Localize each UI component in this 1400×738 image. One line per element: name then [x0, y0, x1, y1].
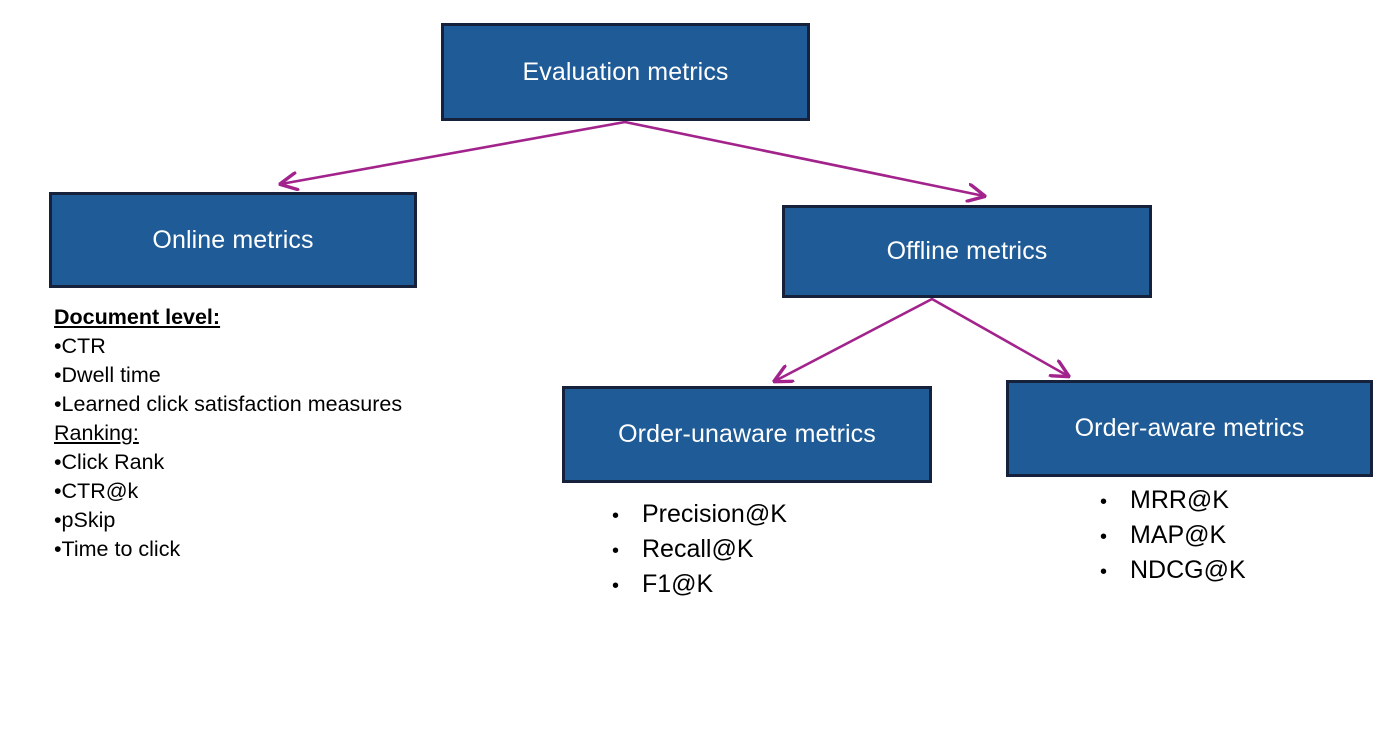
bullet-glyph: •	[612, 505, 620, 527]
bullet-glyph: •	[1100, 526, 1108, 548]
list-item: • MRR@K	[1100, 484, 1246, 519]
node-order-aware-metrics[interactable]: Order-aware metrics	[1006, 380, 1373, 477]
bullet-glyph: •	[54, 392, 62, 416]
list-item: •Dwell time	[54, 361, 484, 390]
bullet-glyph: •	[612, 575, 620, 597]
list-item: •pSkip	[54, 506, 484, 535]
node-label: Online metrics	[152, 225, 314, 254]
node-order-unaware-metrics[interactable]: Order-unaware metrics	[562, 386, 932, 483]
list-item: •Learned click satisfaction measures	[54, 390, 484, 419]
edge-offline-to-order-aware	[930, 297, 1068, 376]
list-item-label: Recall@K	[642, 535, 754, 563]
edge-root-to-offline	[623, 120, 984, 196]
node-label: Order-aware metrics	[1074, 414, 1305, 443]
bullet-glyph: •	[54, 479, 62, 503]
list-item-label: Precision@K	[642, 500, 787, 528]
list-item-label: Time to click	[61, 537, 181, 561]
list-item: •Time to click	[54, 535, 484, 564]
online-document-level-heading: Document level:	[54, 305, 221, 329]
list-item: •Click Rank	[54, 448, 484, 477]
bullet-glyph: •	[54, 363, 62, 387]
list-item: • NDCG@K	[1100, 554, 1246, 589]
list-item-label: NDCG@K	[1130, 556, 1246, 584]
node-offline-metrics[interactable]: Offline metrics	[782, 205, 1152, 298]
bullet-glyph: •	[54, 450, 62, 474]
node-label: Offline metrics	[886, 237, 1048, 266]
list-item-label: MAP@K	[1130, 521, 1227, 549]
node-evaluation-metrics[interactable]: Evaluation metrics	[441, 23, 810, 121]
order-aware-metrics-list: • MRR@K • MAP@K • NDCG@K	[1100, 484, 1246, 589]
online-metrics-details: Document level: •CTR •Dwell time •Learne…	[54, 303, 484, 564]
list-item: • F1@K	[612, 568, 787, 603]
list-item-label: Learned click satisfaction measures	[61, 392, 403, 416]
list-item-label: CTR@k	[61, 479, 139, 503]
list-item: • MAP@K	[1100, 519, 1246, 554]
list-item-label: Dwell time	[61, 363, 161, 387]
list-item-label: Click Rank	[61, 450, 165, 474]
node-label: Evaluation metrics	[522, 57, 729, 86]
edge-root-to-online	[281, 120, 627, 184]
list-item: •CTR@k	[54, 477, 484, 506]
edge-offline-to-order-unaware	[775, 297, 934, 381]
bullet-glyph: •	[54, 537, 62, 561]
bullet-glyph: •	[54, 334, 62, 358]
list-item: • Precision@K	[612, 498, 787, 533]
list-item-label: CTR	[61, 334, 106, 358]
list-item-label: MRR@K	[1130, 486, 1229, 514]
bullet-glyph: •	[54, 508, 62, 532]
list-item: •CTR	[54, 332, 484, 361]
order-unaware-metrics-list: • Precision@K • Recall@K • F1@K	[612, 498, 787, 603]
online-ranking-heading: Ranking:	[54, 421, 139, 445]
node-online-metrics[interactable]: Online metrics	[49, 192, 417, 288]
list-item-label: F1@K	[642, 570, 714, 598]
list-item: • Recall@K	[612, 533, 787, 568]
bullet-glyph: •	[612, 540, 620, 562]
node-label: Order-unaware metrics	[618, 420, 876, 449]
list-item-label: pSkip	[61, 508, 116, 532]
bullet-glyph: •	[1100, 561, 1108, 583]
bullet-glyph: •	[1100, 491, 1108, 513]
